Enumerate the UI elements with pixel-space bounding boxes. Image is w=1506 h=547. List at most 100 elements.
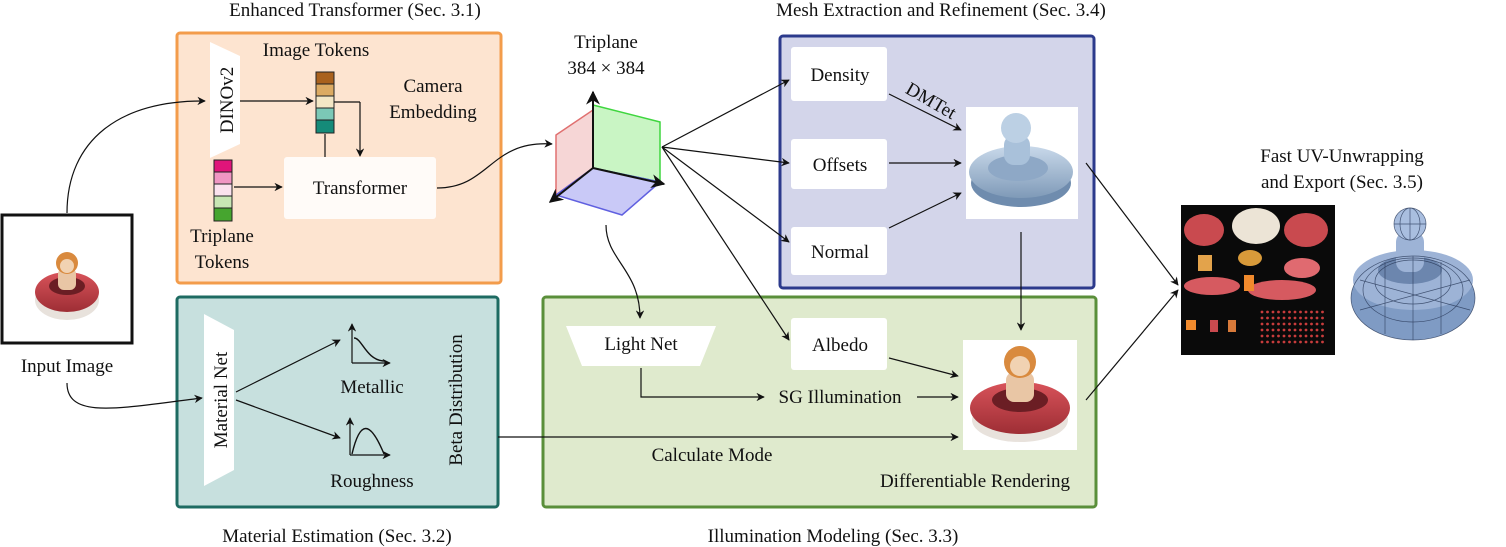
uv-dot [1271,322,1275,326]
arrow-triplane-to-normal [661,146,790,243]
calculate-mode-label: Calculate Mode [652,445,773,466]
wireframe-lines [1350,207,1476,341]
uv-dot [1260,334,1264,338]
uv-dot [1321,316,1324,320]
section-title-transformer: Enhanced Transformer (Sec. 3.1) [229,0,481,21]
uv-dot [1293,316,1297,320]
uv-dot [1260,322,1264,326]
input-toy-image [35,252,99,320]
arrow-input-to-dinov2 [66,96,206,214]
sg-illumination-label: SG Illumination [779,387,902,408]
uv-dot [1321,328,1324,332]
density-block[interactable] [791,47,887,101]
dinov2-block [210,42,240,158]
uv-dot [1293,334,1297,338]
uv-dot [1266,328,1269,332]
transformer-block [284,157,436,219]
metallic-label: Metallic [340,377,403,398]
arrow-normal-to-mesh [888,192,962,229]
uv-dot [1266,334,1269,338]
uv-dot [1304,322,1308,326]
uv-dot [1271,334,1275,338]
metallic-distribution-plot [347,323,391,368]
camera-label-line2: Embedding [389,102,477,123]
arrow-triplane-to-lightnet [605,224,645,319]
uv-dot [1288,316,1291,320]
arrow-lightnet-to-sg [640,368,765,402]
section-title-illumination: Illumination Modeling (Sec. 3.3) [708,526,959,547]
density-label: Density [810,65,870,86]
uv-dot [1293,310,1297,314]
albedo-label: Albedo [812,335,868,356]
uv-dot [1293,322,1297,326]
section-title-mesh: Mesh Extraction and Refinement (Sec. 3.4… [776,0,1106,21]
albedo-block[interactable] [791,318,887,370]
uv-dot [1299,340,1302,344]
rendered-toy-image [970,346,1070,442]
uv-dot [1315,322,1319,326]
uv-dot [1271,340,1275,344]
normal-label: Normal [811,242,869,263]
uv-dot [1304,340,1308,344]
uv-dot [1277,340,1280,344]
uv-dot [1260,340,1264,344]
uv-dot [1304,328,1308,332]
roughness-distribution-plot [345,417,391,460]
triplane-tokens-stack [213,159,233,222]
uv-dot [1315,340,1319,344]
mesh-result-image [969,113,1073,207]
uv-dot [1288,328,1291,332]
uv-dot [1304,334,1308,338]
uv-dot [1271,316,1275,320]
beta-distribution-label: Beta Distribution [446,334,467,466]
uv-dot [1277,328,1280,332]
uv-dot [1282,340,1286,344]
uv-dot [1299,328,1302,332]
uv-dot [1277,310,1280,314]
image-tokens-label: Image Tokens [263,40,370,61]
uv-dot [1315,316,1319,320]
uv-dot [1299,322,1302,326]
uv-dot [1315,310,1319,314]
uv-dot [1299,310,1302,314]
uv-dot [1299,316,1302,320]
uv-dot [1277,322,1280,326]
light-net-block [566,326,716,366]
uv-dot [1321,334,1324,338]
uv-dot [1321,340,1324,344]
arrow-triplane-to-albedo [661,146,790,341]
uv-dot [1282,328,1286,332]
uv-dot [1321,322,1324,326]
offsets-block[interactable] [791,139,887,189]
uv-dot [1260,316,1264,320]
section-title-uv-line1: Fast UV-Unwrapping [1260,146,1424,167]
uv-dot [1315,328,1319,332]
arrow-mesh-to-export [1085,162,1179,286]
light-net-label: Light Net [604,334,678,355]
uv-dot [1282,322,1286,326]
uv-dot [1277,316,1280,320]
uv-dot [1282,310,1286,314]
uv-dot [1321,310,1324,314]
uv-dot [1271,328,1275,332]
arrow-input-to-materialnet [66,382,203,409]
uv-dot [1293,340,1297,344]
dinov2-label: DINOv2 [217,67,238,134]
uv-dot [1299,334,1302,338]
uv-dot [1310,322,1313,326]
triplane-tokens-label-line2: Tokens [195,252,250,273]
material-net-label: Material Net [211,351,232,448]
image-tokens-stack [315,71,335,134]
normal-block[interactable] [791,227,887,275]
triplane-title: Triplane [574,32,638,53]
arrow-density-to-mesh [888,93,962,131]
camera-label-line1: Camera [403,76,463,97]
differentiable-rendering-label: Differentiable Rendering [880,471,1071,492]
uv-dot [1310,340,1313,344]
uv-dot [1282,334,1286,338]
arrow-triplane-to-offsets [661,146,790,167]
section-title-uv-line2: and Export (Sec. 3.5) [1261,172,1423,193]
uv-dot [1271,310,1275,314]
uv-dot [1288,310,1291,314]
